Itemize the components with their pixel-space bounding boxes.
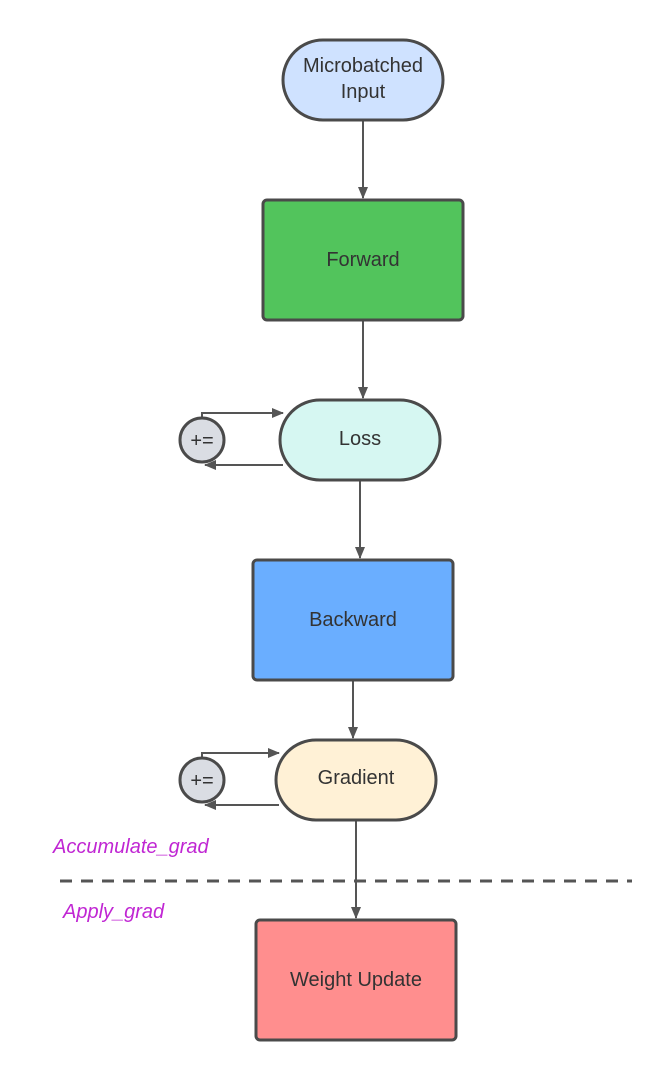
node-weight-update: Weight Update <box>254 918 458 1042</box>
node-loss-shape <box>278 398 442 482</box>
node-weight-update-label: Weight Update <box>290 969 422 991</box>
loss-accumulator-label: += <box>190 430 213 452</box>
node-gradient-shape <box>274 738 438 822</box>
gradient-accumulator-circle <box>178 756 226 804</box>
node-weight-update-shape <box>254 918 458 1042</box>
node-microbatched-input: Microbatched Input <box>281 38 445 122</box>
phase-label-apply-grad: Apply_grad <box>62 901 165 923</box>
gradient-accumulator-label: += <box>190 770 213 792</box>
node-loss: Loss <box>278 398 442 482</box>
node-loss-label: Loss <box>339 428 381 450</box>
loss-accumulator-circle <box>178 416 226 464</box>
gradient-accumulator: += <box>178 756 226 804</box>
node-microbatched-input-label-line1: Microbatched <box>303 55 423 77</box>
node-forward-label: Forward <box>326 249 399 271</box>
node-gradient: Gradient <box>274 738 438 822</box>
loss-accumulator: += <box>178 416 226 464</box>
node-gradient-label: Gradient <box>318 767 395 789</box>
phase-label-accumulate-grad: Accumulate_grad <box>52 836 210 858</box>
node-backward: Backward <box>251 558 455 682</box>
node-microbatched-input-label-line2: Input <box>341 81 386 103</box>
node-microbatched-input-shape <box>281 38 445 122</box>
node-backward-label: Backward <box>309 609 397 631</box>
node-forward-shape <box>261 198 465 322</box>
node-backward-shape <box>251 558 455 682</box>
node-forward: Forward <box>261 198 465 322</box>
